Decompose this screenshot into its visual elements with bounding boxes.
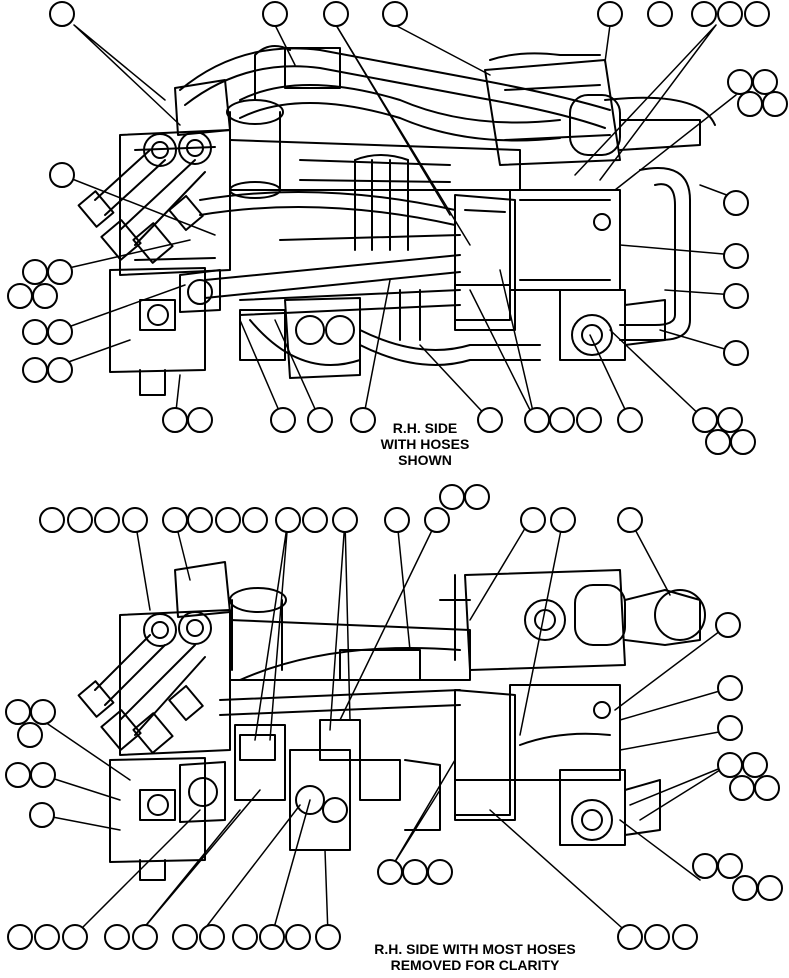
bottom-caption-line-1: R.H. SIDE WITH MOST HOSES	[374, 941, 576, 957]
bottom-assembly	[77, 561, 706, 881]
top-assembly	[77, 45, 716, 396]
top-caption-line-2: WITH HOSES	[380, 436, 470, 452]
bottom-caption: R.H. SIDE WITH MOST HOSES REMOVED FOR CL…	[330, 941, 620, 973]
bottom-caption-line-2: REMOVED FOR CLARITY	[390, 957, 560, 973]
top-caption-line-1: R.H. SIDE	[392, 420, 458, 436]
top-leaders	[59, 24, 741, 421]
top-caption: R.H. SIDE WITH HOSES SHOWN	[350, 420, 500, 468]
callout-balloons	[5, 1, 788, 950]
top-caption-line-3: SHOWN	[398, 452, 452, 468]
